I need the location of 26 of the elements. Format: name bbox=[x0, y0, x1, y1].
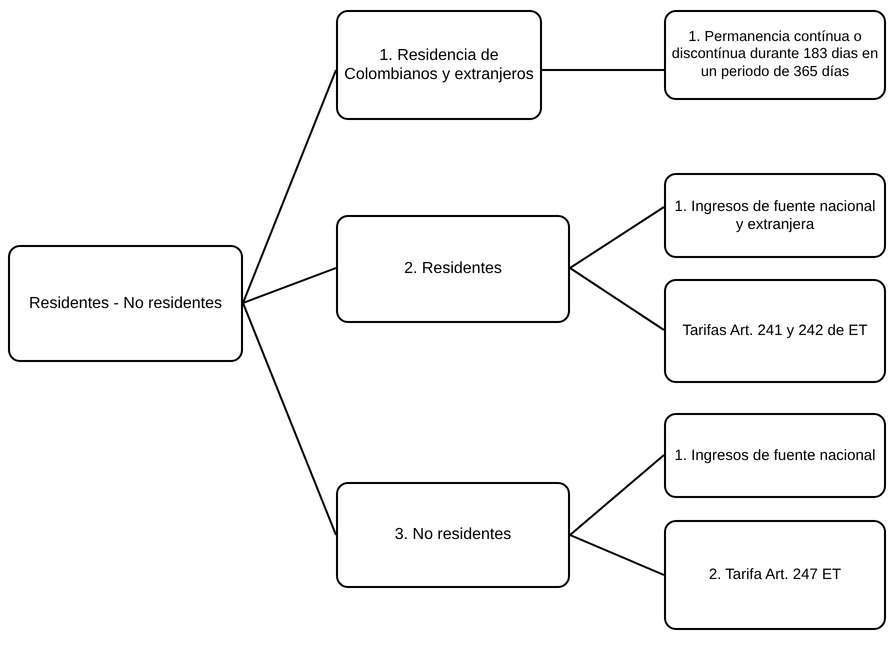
box-label: 1. Ingresos de fuente nacional bbox=[674, 446, 876, 464]
connector-line bbox=[242, 267, 336, 304]
rounded-box bbox=[664, 279, 886, 383]
rounded-box bbox=[664, 520, 886, 630]
rounded-box bbox=[664, 173, 886, 258]
box-label: 1. Ingresos de fuente nacional y extranjera bbox=[674, 198, 876, 234]
box-label: 3. No residentes bbox=[394, 525, 512, 545]
box-label: Tarifas Art. 241 y 242 de ET bbox=[682, 322, 868, 340]
rounded-box bbox=[8, 245, 243, 362]
connector-line bbox=[569, 454, 665, 536]
box-label: 2. Tarifa Art. 247 ET bbox=[708, 566, 842, 584]
connector-line bbox=[570, 534, 664, 576]
box-label: Residentes - No residentes bbox=[29, 294, 222, 314]
box-label: 1. Residencia de Colombianos y extranjeros bbox=[343, 46, 535, 84]
connector-line bbox=[242, 70, 337, 304]
box-label: 1. Permanencia contínua o discontínua durante 183 dias en un periodo de 365 días bbox=[670, 28, 880, 82]
rounded-box bbox=[664, 413, 886, 498]
connector-line bbox=[542, 69, 664, 71]
rounded-box bbox=[336, 10, 542, 120]
connector-line bbox=[569, 267, 665, 331]
rounded-box bbox=[664, 10, 886, 100]
connector-line bbox=[569, 206, 665, 269]
rounded-box bbox=[336, 482, 570, 588]
rounded-box bbox=[336, 215, 570, 323]
box-label: 2. Residentes bbox=[404, 259, 502, 279]
connector-line bbox=[242, 302, 337, 536]
